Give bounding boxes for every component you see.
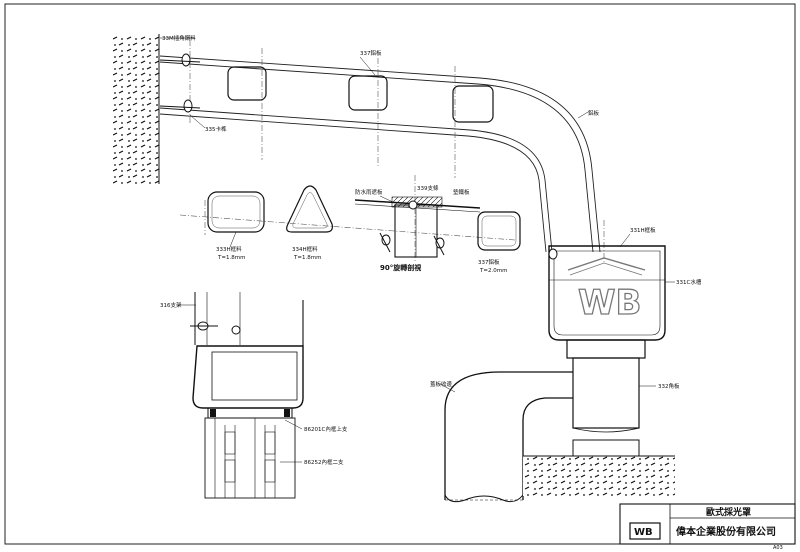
company-logo-text: WB <box>634 527 653 538</box>
section-inner <box>211 192 517 247</box>
label-waterproof: 防水雨遮板 <box>355 188 383 196</box>
rotated-view-assembly <box>354 196 481 258</box>
label-arc: 鋁板 <box>588 109 600 117</box>
label-section-tri: 334H框料 <box>292 245 318 253</box>
label-section-rect-1: 333H框料 <box>216 245 242 253</box>
middle-labels: 防水雨遮板 339支條 墊鐵板 333H框料 T=1.8mm 334H框料 T=… <box>216 184 507 274</box>
top-profile <box>159 55 601 253</box>
top-labels: 33M插角鋼料 337鋁板 335卡榫 鋁板 <box>160 34 600 133</box>
section-profiles <box>207 185 521 251</box>
label-part-332: 332角板 <box>658 382 680 390</box>
label-seal: 墊鐵板 <box>453 188 470 196</box>
frame-labels: 316支架 86201C內框上支 86252內框二支 <box>160 301 348 466</box>
profile-boxes <box>227 66 494 123</box>
center-lines <box>179 40 605 262</box>
title-block: WB 歐式採光罩 偉本企業股份有限公司 A03 <box>619 503 796 551</box>
label-section-rect-2: 337鋁板 <box>478 258 500 266</box>
right-labels: 331H框板 331C水槽 332角板 <box>619 226 702 390</box>
label-frame-top: 335卡榫 <box>205 125 227 133</box>
label-section-tri-t: T=1.8mm <box>293 255 321 261</box>
gutter-housing: WB <box>548 245 666 433</box>
wall-anchors <box>159 53 201 113</box>
label-part-86201c: 86201C內框上支 <box>304 425 348 433</box>
drawing-title: 歐式採光罩 <box>706 506 751 518</box>
sheet-border <box>4 3 796 545</box>
company-name: 偉本企業股份有限公司 <box>676 525 776 538</box>
label-top-corner: 33M插角鋼料 <box>162 34 196 42</box>
company-logo <box>629 522 661 540</box>
label-section-rect-2-t: T=2.0mm <box>479 268 507 274</box>
floor-concrete <box>523 456 675 496</box>
wall-concrete <box>113 34 159 184</box>
frame-section <box>190 292 304 499</box>
label-rotated-view: 90°旋轉剖視 <box>380 263 421 272</box>
label-part-339: 339支條 <box>417 184 439 192</box>
label-section-rect-1-t: T=1.8mm <box>217 255 245 261</box>
label-part-331: 331H框板 <box>630 226 656 234</box>
label-top-profile: 337鋁板 <box>360 49 382 57</box>
label-part-86252: 86252內框二支 <box>304 458 344 466</box>
label-cover: 蓋板收邊 <box>430 380 453 388</box>
sheet-number: A03 <box>773 545 783 551</box>
curved-duct <box>444 371 573 503</box>
watermark-wb: WB <box>578 283 641 323</box>
label-part-331c: 331C水槽 <box>676 278 702 286</box>
label-part-316: 316支架 <box>160 301 182 309</box>
